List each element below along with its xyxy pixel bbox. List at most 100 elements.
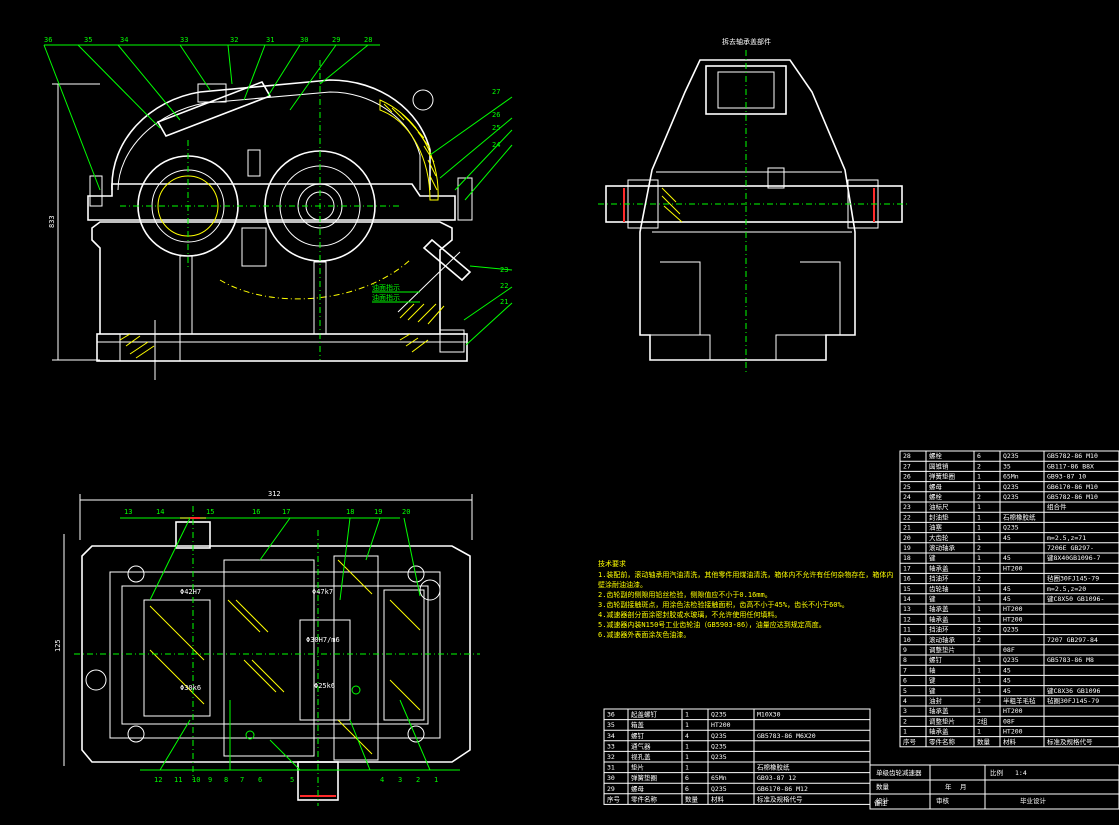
table-cell: 挡油环	[929, 625, 949, 634]
balloon: 24	[492, 141, 500, 149]
side-view: 拆去轴承盖部件	[598, 37, 910, 372]
table-cell: 11	[903, 626, 911, 634]
table-cell: 13	[903, 605, 911, 613]
table-cell: 组合件	[1047, 502, 1067, 511]
table-cell: 28	[903, 452, 911, 460]
fit-label: Φ42H7	[180, 588, 201, 596]
table-cell: HT200	[1003, 564, 1023, 572]
table-cell: 1	[977, 534, 981, 542]
table-cell: 20	[903, 534, 911, 542]
oil-level-note: 油面指示	[372, 283, 400, 292]
table-cell: 滚动轴承	[929, 635, 956, 644]
oil-level-note: 油面指示	[372, 293, 400, 302]
table-cell: 起盖螺钉	[631, 710, 658, 719]
product-name: 单级齿轮减速器	[876, 768, 922, 777]
table-cell: 滚动轴承	[929, 543, 956, 552]
table-cell: 毡圈30FJ145-79	[1047, 696, 1099, 705]
top-view: 312 125 Φ42H7	[54, 490, 480, 806]
table-cell: 弹簧垫圈	[631, 773, 657, 782]
table-cell: 2	[977, 493, 981, 501]
balloon: 18	[346, 508, 354, 516]
table-cell: m=2.5,z=71	[1047, 534, 1086, 542]
balloon: 19	[374, 508, 382, 516]
table-cell: 键	[929, 686, 936, 695]
table-cell: 油封	[929, 696, 943, 705]
table-cell: 6	[685, 774, 689, 782]
table-cell: 1	[903, 728, 907, 736]
balloon: 17	[282, 508, 290, 516]
table-header-cell: 材料	[1003, 737, 1017, 746]
table-cell: 10	[903, 636, 911, 644]
balloon: 12	[154, 776, 162, 784]
side-view-label: 拆去轴承盖部件	[722, 37, 771, 46]
table-cell: 23	[903, 503, 911, 511]
table-cell: 轴承盖	[929, 604, 949, 613]
balloon: 28	[364, 36, 372, 44]
table-cell: 大齿轮	[929, 533, 949, 542]
balloon: 5	[290, 776, 294, 784]
table-cell: 9	[903, 646, 907, 654]
table-cell: GB6170-86 M10	[1047, 483, 1098, 491]
table-cell: 垫片	[631, 763, 644, 772]
table-cell: 27	[903, 462, 911, 470]
balloon: 9	[208, 776, 212, 784]
table-cell: 14	[903, 595, 911, 603]
front-right-balloons: 27 26 25 24 23 22 21	[492, 88, 508, 306]
table-cell: Q235	[711, 711, 727, 719]
balloon: 6	[258, 776, 262, 784]
month-label: 月	[960, 783, 967, 791]
balloon: 3	[398, 776, 402, 784]
table-cell: 调整垫片	[929, 716, 955, 725]
table-cell: 弹簧垫圈	[929, 472, 955, 481]
front-top-balloons: 36 35 34 33 32 31 30 29 28	[44, 36, 372, 44]
table-cell: 15	[903, 585, 911, 593]
table-cell: GB93-87 12	[757, 774, 796, 782]
table-cell: 5	[903, 687, 907, 695]
table-cell: 1	[977, 595, 981, 603]
table-cell: 4	[685, 732, 689, 740]
fit-label: Φ30H7/m6	[306, 636, 340, 644]
table-frame	[899, 450, 1119, 748]
scale-value: 1:4	[1015, 769, 1027, 777]
table-cell: 1	[977, 687, 981, 695]
table-cell: 轴承盖	[929, 563, 949, 572]
table-cell: 1	[685, 753, 689, 761]
technical-notes: 技术要求 1.装配前，滚动轴承用汽油清洗，其他零件用煤油清洗，箱体内不允许有任何…	[598, 559, 893, 639]
table-cell: 1	[977, 554, 981, 562]
table-cell: 45	[1003, 585, 1011, 593]
balloon: 36	[44, 36, 52, 44]
notes-line: 2.齿轮副的侧隙用铅丝检验，侧隙值应不小于0.16mm。	[598, 590, 772, 599]
table-cell: HT200	[1003, 707, 1023, 715]
table-cell: 键8X40GB1096-7	[1047, 553, 1101, 562]
table-cell: GB5782-86 M10	[1047, 452, 1098, 460]
table-cell: 视孔盖	[631, 752, 651, 761]
table-cell: 1	[977, 473, 981, 481]
table-cell: Q235	[711, 732, 727, 740]
table-cell: 1	[977, 656, 981, 664]
table-cell: 2	[977, 575, 981, 583]
table-cell: 2组	[977, 716, 988, 725]
table-cell: 圆锥销	[929, 461, 949, 470]
table-cell: 挡油环	[929, 574, 949, 583]
table-cell: HT200	[1003, 615, 1023, 623]
table-cell: 通气器	[631, 741, 651, 750]
fit-labels: Φ42H7 Φ47k7 Φ30H7/m6 Φ30k6 Φ25k6	[180, 588, 340, 692]
notes-line: 5.减速器内装N150号工业齿轮油（GB5903-86），油量应达到规定高度。	[598, 620, 826, 629]
table-cell: 3	[903, 707, 907, 715]
table-cell: 08F	[1003, 646, 1015, 654]
table-cell: 油塞	[929, 523, 943, 532]
table-header-cell: 标准及规格代号	[757, 794, 803, 803]
table-header-cell: 材料	[711, 794, 725, 803]
table-cell: 1	[977, 615, 981, 623]
table-cell: 键C8X50 GB1096-	[1047, 594, 1104, 603]
table-cell: 65Mn	[1003, 473, 1019, 481]
table-cell: 键	[929, 676, 936, 685]
table-header-cell: 零件名称	[929, 737, 956, 746]
balloon: 30	[300, 36, 308, 44]
table-cell: HT200	[1003, 728, 1023, 736]
table-header-cell: 数量	[685, 794, 699, 803]
table-cell: 轴	[929, 665, 936, 674]
table-cell: 键C8X36 GB1096	[1047, 686, 1101, 695]
